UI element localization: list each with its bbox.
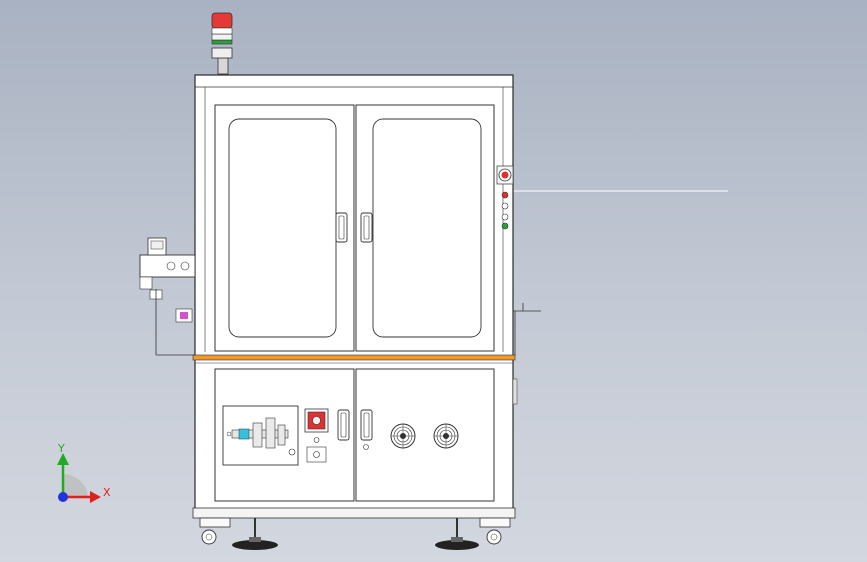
lower-door-handles[interactable] xyxy=(337,409,373,450)
caster-wheel-icon xyxy=(199,517,511,545)
divider-strip xyxy=(192,354,516,364)
lower-door-right[interactable] xyxy=(355,368,495,502)
x-axis-label: X xyxy=(103,486,111,499)
air-filter-regulator-icon xyxy=(222,405,299,466)
upper-door-right[interactable] xyxy=(355,104,495,352)
coordinate-triad xyxy=(57,453,101,503)
leveling-foot-icon xyxy=(232,518,479,550)
door-handle-icon[interactable] xyxy=(335,212,373,243)
main-switch-icon[interactable] xyxy=(304,408,329,463)
upper-door-left[interactable] xyxy=(214,104,355,352)
left-side-fixture xyxy=(139,237,196,356)
right-side-bracket xyxy=(512,303,541,405)
tower-light-icon xyxy=(211,12,233,75)
cooling-fan-icon xyxy=(390,423,459,449)
side-control-buttons[interactable] xyxy=(501,191,509,230)
y-axis-label: Y xyxy=(58,442,65,455)
emergency-stop-icon[interactable] xyxy=(496,165,514,185)
